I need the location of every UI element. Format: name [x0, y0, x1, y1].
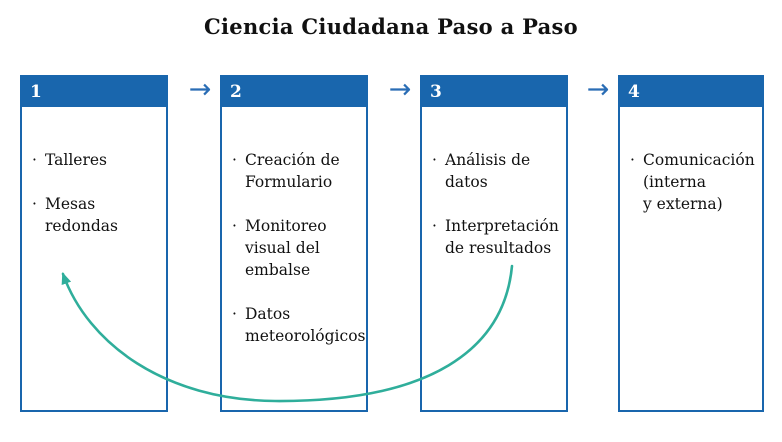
step-2-body: Creación de Formulario Monitoreo visual …	[222, 107, 366, 377]
step-4-body: Comunicación (interna y externa)	[620, 107, 762, 245]
step-1-number: 1	[30, 82, 42, 102]
step-item: Creación de Formulario	[232, 149, 360, 193]
step-item-text: Monitoreo visual del embalse	[245, 217, 327, 279]
step-box-2: 2 Creación de Formulario Monitoreo visua…	[220, 75, 368, 412]
step-item-text: Análisis de datos	[445, 151, 531, 191]
step-box-3: 3 Análisis de datos Interpretación de re…	[420, 75, 568, 412]
step-item-text: Comunicación (interna y externa)	[643, 151, 755, 213]
step-item: Talleres	[32, 149, 160, 171]
step-item-text: Datos meteorológicos	[245, 305, 366, 345]
step-4-number: 4	[628, 82, 640, 102]
step-4-header: 4	[620, 77, 762, 107]
step-1-header: 1	[22, 77, 166, 107]
step-2-header: 2	[222, 77, 366, 107]
step-3-header: 3	[422, 77, 566, 107]
flow-arrow-icon: →	[388, 74, 412, 105]
step-3-body: Análisis de datos Interpretación de resu…	[422, 107, 566, 289]
flow-arrow-icon: →	[586, 74, 610, 105]
step-item-text: Talleres	[45, 151, 107, 169]
step-item-text: Creación de Formulario	[245, 151, 340, 191]
step-item: Interpretación de resultados	[432, 215, 560, 259]
step-box-1: 1 Talleres Mesas redondas	[20, 75, 168, 412]
diagram-title: Ciencia Ciudadana Paso a Paso	[204, 14, 578, 39]
step-item: Mesas redondas	[32, 193, 160, 237]
step-item-text: Mesas redondas	[45, 195, 118, 235]
step-item: Monitoreo visual del embalse	[232, 215, 360, 281]
step-item: Datos meteorológicos	[232, 303, 365, 347]
step-item-text: Interpretación de resultados	[445, 217, 559, 257]
step-item: Análisis de datos	[432, 149, 560, 193]
step-2-number: 2	[230, 82, 242, 102]
flow-arrow-icon: →	[188, 74, 212, 105]
step-box-4: 4 Comunicación (interna y externa)	[618, 75, 764, 412]
step-1-body: Talleres Mesas redondas	[22, 107, 166, 267]
step-3-number: 3	[430, 82, 442, 102]
step-item: Comunicación (interna y externa)	[630, 149, 756, 215]
